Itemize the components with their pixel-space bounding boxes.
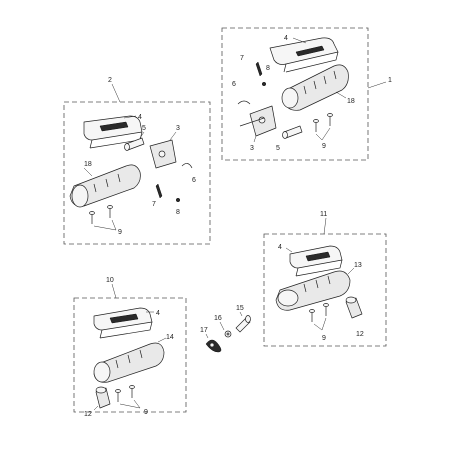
clip-part: [237, 100, 251, 105]
spring-17-part: [205, 339, 222, 353]
pivot-pin-part: [235, 315, 251, 333]
footrest-part-3: [275, 270, 351, 311]
label-ball-8: 8: [266, 65, 270, 72]
label-cover-4-c: 4: [278, 244, 282, 251]
spring-part-2: [155, 183, 163, 199]
label-spring-7: 7: [240, 55, 244, 62]
rubber-part-2: [95, 386, 111, 409]
label-group-2: 2: [108, 77, 112, 84]
label-pin-5: 5: [276, 145, 280, 152]
label-group-10: 10: [106, 277, 114, 284]
label-cover-4-d: 4: [156, 310, 160, 317]
label-spring-7-b: 7: [152, 201, 156, 208]
label-pivot-pin-15: 15: [236, 305, 244, 312]
group-2-box: [63, 101, 211, 245]
label-spring-17: 17: [200, 327, 208, 334]
label-bolt-9-c: 9: [322, 335, 326, 342]
label-clip-6: 6: [232, 81, 236, 88]
label-cover-4: 4: [284, 35, 288, 42]
bolt-part-3: [309, 303, 329, 322]
label-clip-6-b: 6: [192, 177, 196, 184]
label-pin-5-b: 5: [142, 125, 146, 132]
washer-part: [224, 330, 232, 338]
rubber-part: [345, 296, 363, 319]
footrest-part: [281, 64, 349, 111]
cover-part-4: [93, 307, 153, 339]
label-bracket-3: 3: [250, 145, 254, 152]
bracket-part-2: [149, 139, 177, 169]
label-bracket-3-b: 3: [176, 125, 180, 132]
bolt-part: [313, 113, 333, 132]
bracket-part: [239, 105, 277, 137]
label-footrest-18-b: 18: [84, 161, 92, 168]
footrest-part-2: [69, 164, 141, 208]
cover-part-3: [289, 245, 343, 277]
pin-part-2: [124, 137, 145, 151]
label-washer-16: 16: [214, 315, 222, 322]
label-rubber-12: 12: [356, 331, 364, 338]
label-footrest-13: 13: [354, 262, 362, 269]
label-rubber-12-b: 12: [84, 411, 92, 418]
label-group-11: 11: [320, 211, 327, 218]
label-cover-4-b: 4: [138, 114, 142, 121]
pin-part: [282, 125, 303, 139]
label-ball-8-b: 8: [176, 209, 180, 216]
clip-part-2: [181, 163, 193, 169]
label-bolt-9-a: 9: [322, 143, 326, 150]
group-11-box: [263, 233, 387, 347]
ball-part: [261, 81, 267, 87]
cover-part: [269, 37, 339, 73]
label-group-1: 1: [388, 77, 392, 84]
group-1-box: [221, 27, 369, 161]
group-10-box: [73, 297, 187, 413]
label-bolt-9-d: 9: [144, 409, 148, 416]
label-footrest-18: 18: [347, 98, 355, 105]
label-bolt-9-b: 9: [118, 229, 122, 236]
bolt-part-2: [89, 205, 113, 224]
footrest-part-4: [93, 342, 165, 383]
bolt-part-4: [115, 385, 135, 402]
ball-part-2: [175, 197, 181, 203]
spring-part: [255, 61, 263, 77]
label-footrest-14: 14: [166, 334, 174, 341]
